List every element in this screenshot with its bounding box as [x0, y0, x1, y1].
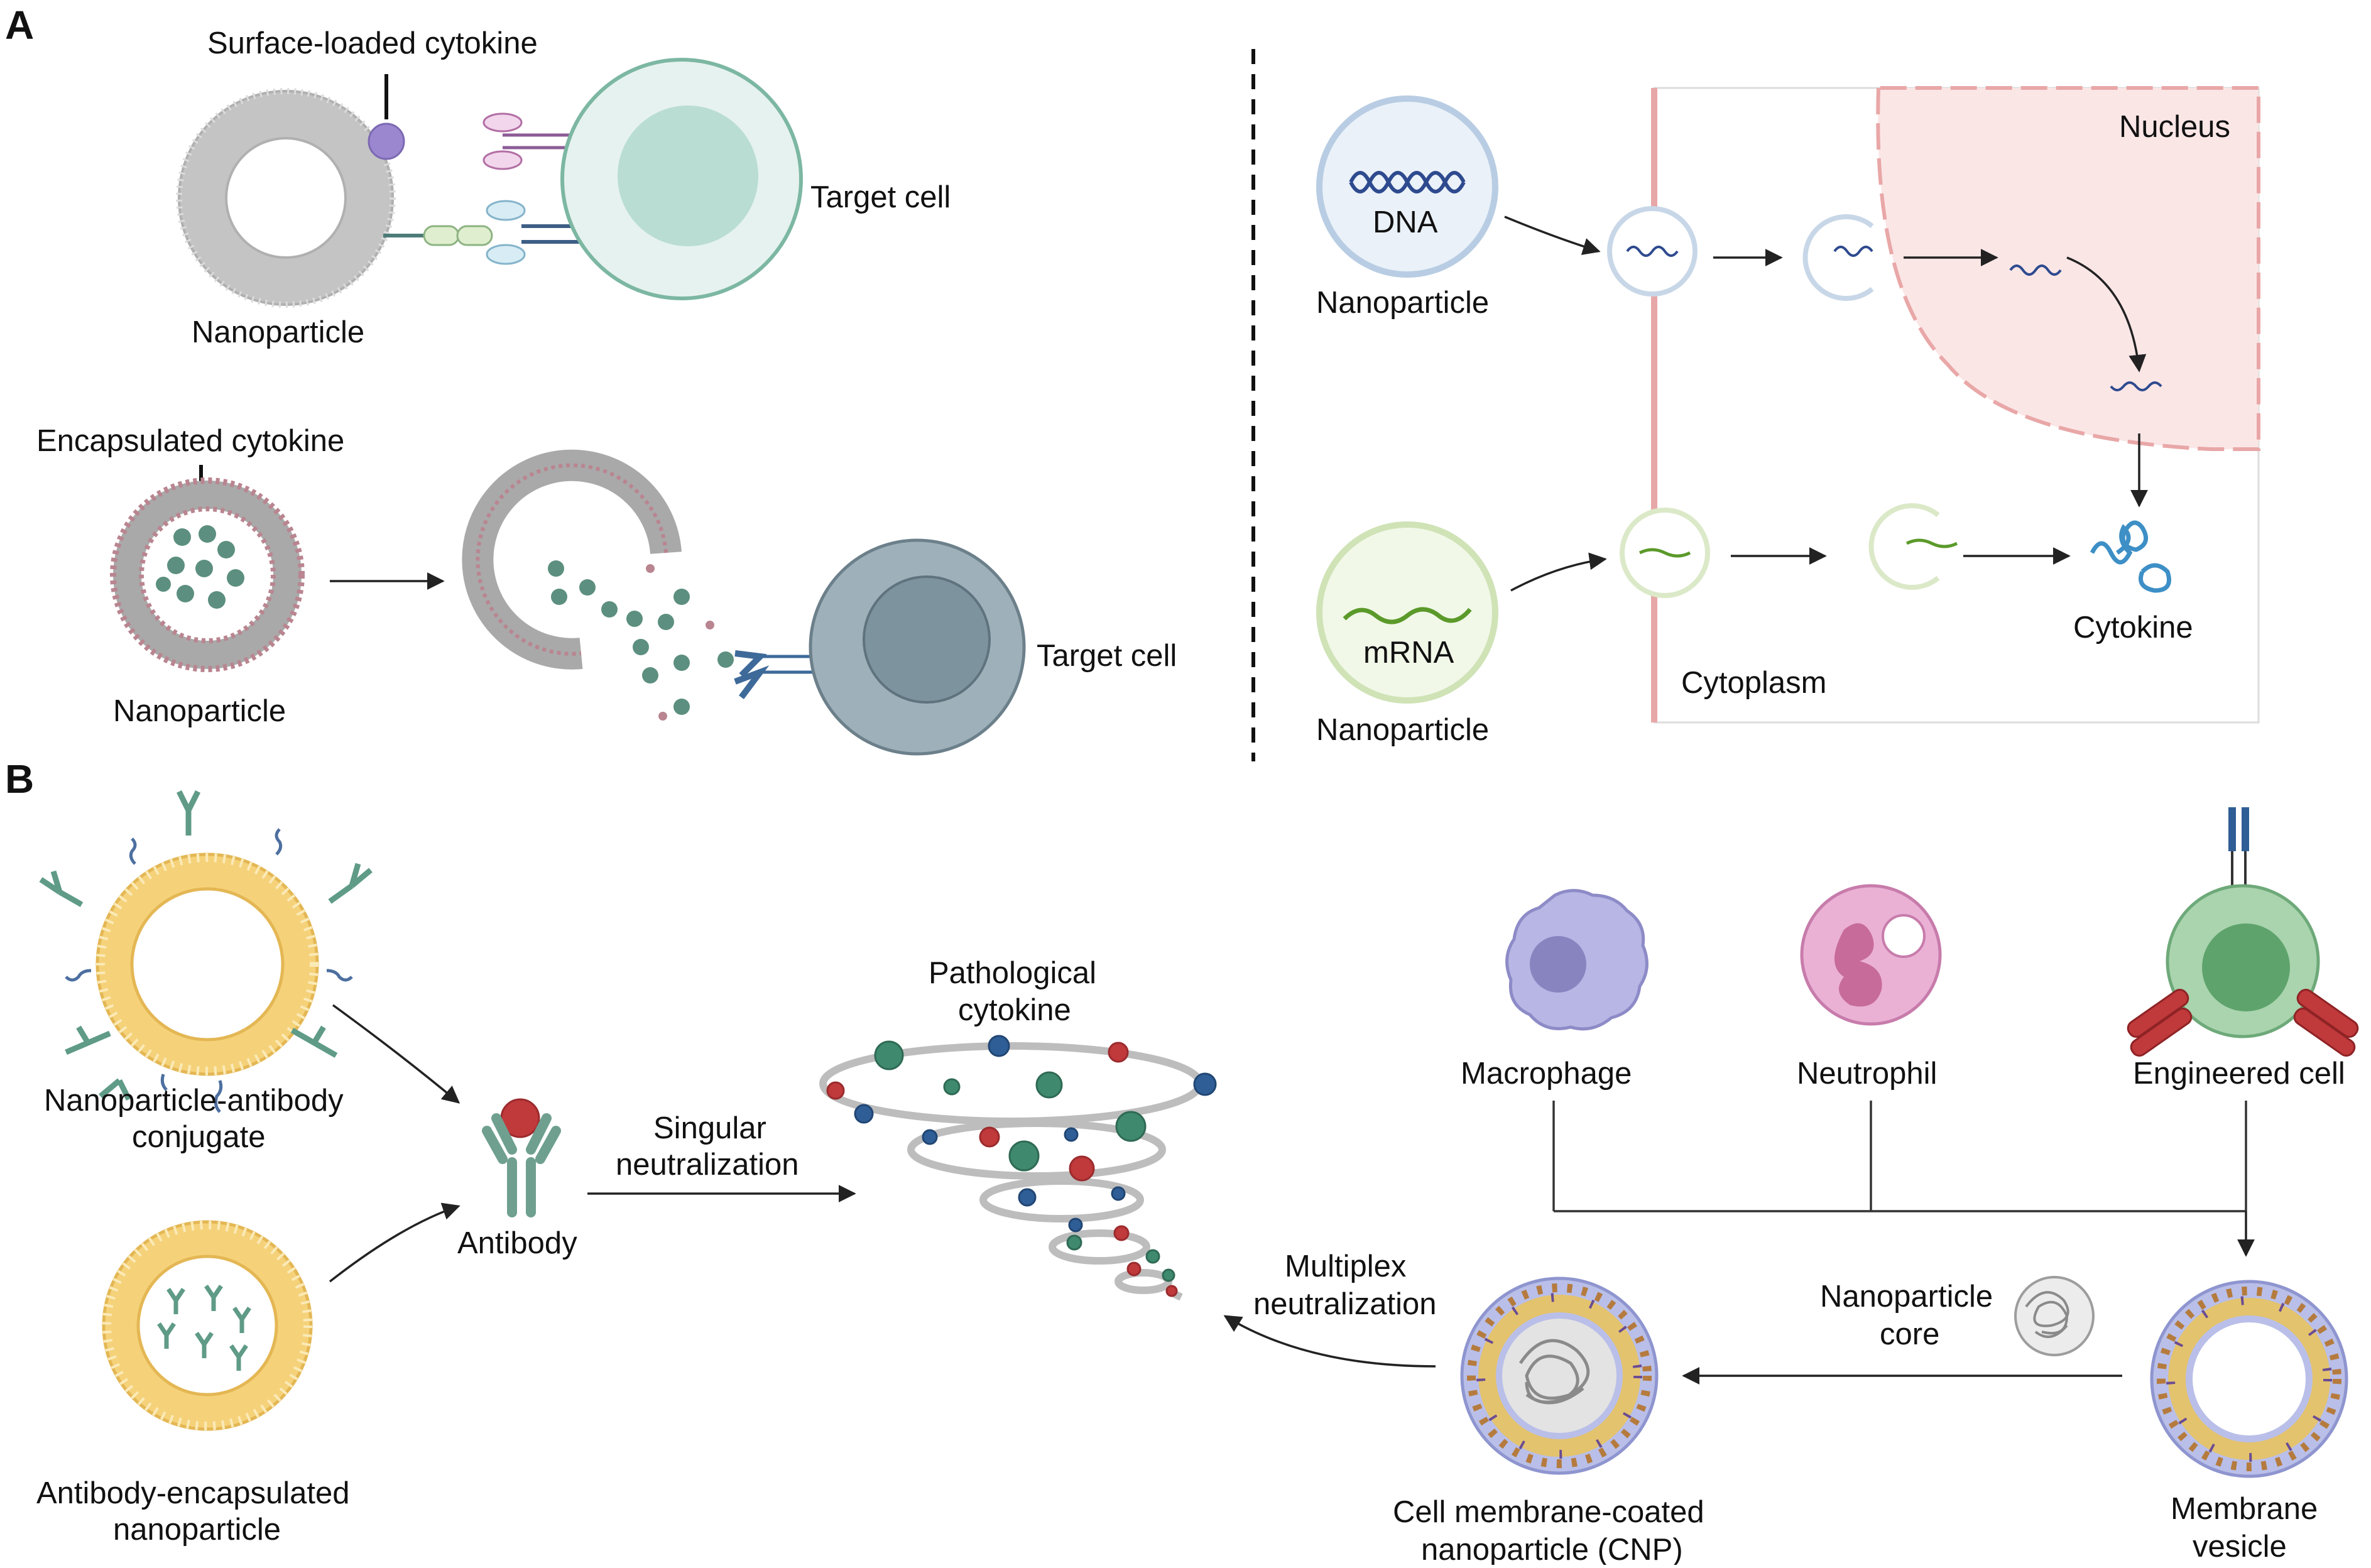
dna-nanoparticle: [1316, 95, 1498, 278]
antibody-graphic: [482, 1098, 561, 1217]
label-encapsulated-cytokine: Encapsulated cytokine: [36, 424, 344, 458]
mrna-nanoparticle: [1316, 521, 1498, 704]
label-cytoplasm: Cytoplasm: [1681, 666, 1826, 700]
cytokine-dots: [826, 1035, 1217, 1297]
label-nanoparticle-2: Nanoparticle: [113, 694, 286, 728]
arrow-mrna-enter: [1510, 552, 1607, 592]
membrane-vesicle-graphic: [2150, 1280, 2348, 1478]
dna-escaping: [1802, 214, 1874, 301]
transcribed-rna: [2110, 381, 2162, 391]
macrophage-cell: [1505, 889, 1649, 1031]
np-antibody-conjugate: [39, 790, 373, 1113]
cnp-graphic: [1460, 1277, 1659, 1475]
label-singular-neutralization-1: Singular: [653, 1111, 766, 1145]
label-macrophage: Macrophage: [1461, 1057, 1632, 1091]
label-membrane-vesicle-1: Membrane: [2171, 1492, 2318, 1526]
label-cnp-1: Cell membrane-coated: [1393, 1495, 1704, 1529]
label-nanoparticle-core-1: Nanoparticle: [1820, 1280, 1993, 1314]
label-nanoparticle-dna: Nanoparticle: [1316, 286, 1489, 320]
panel-b-letter: B: [5, 756, 34, 802]
label-antibody: Antibody: [457, 1226, 577, 1260]
surface-cytokine: [368, 122, 405, 160]
arrow-conjugate-to-antibody: [332, 1004, 461, 1104]
label-target-cell-1: Target cell: [810, 180, 951, 214]
label-engineered-cell: Engineered cell: [2133, 1057, 2345, 1091]
ruptured-liposome: [462, 449, 734, 721]
target-cell-2: [809, 538, 1026, 756]
label-dna: DNA: [1373, 205, 1438, 239]
label-singular-neutralization-2: neutralization: [616, 1148, 799, 1182]
free-dna: [2009, 264, 2062, 276]
label-np-antibody-conjugate-1: Nanoparticle-antibody: [44, 1084, 344, 1118]
source-connector: [1552, 1101, 2247, 1212]
label-nanoparticle-mrna: Nanoparticle: [1316, 713, 1489, 747]
arrow-multiplex: [1223, 1315, 1436, 1368]
label-multiplex-neutralization-2: neutralization: [1253, 1287, 1436, 1321]
label-pathological-cytokine-1: Pathological: [929, 956, 1096, 990]
ligand-receptor-pair-bottom: [383, 200, 581, 265]
label-nanoparticle-1: Nanoparticle: [192, 315, 364, 349]
arrow-encapsulated-to-antibody: [329, 1202, 461, 1283]
panel-a-letter: A: [5, 3, 34, 48]
label-neutrophil: Neutrophil: [1797, 1057, 1937, 1091]
target-cell-1: [560, 58, 803, 300]
label-antibody-encapsulated-1: Antibody-encapsulated: [36, 1476, 350, 1510]
dna-endosome: [1607, 206, 1698, 297]
arrow-transcription: [2066, 256, 2147, 373]
label-surface-loaded-cytokine: Surface-loaded cytokine: [207, 26, 538, 60]
label-pathological-cytokine-2: cytokine: [958, 993, 1071, 1027]
label-cytokine: Cytokine: [2073, 611, 2193, 645]
label-nanoparticle-core-2: core: [1880, 1317, 1939, 1351]
engineered-cell: [2127, 807, 2359, 1057]
surface-loaded-nanoparticle: [176, 88, 396, 308]
label-target-cell-2: Target cell: [1037, 639, 1177, 673]
label-multiplex-neutralization-1: Multiplex: [1285, 1250, 1406, 1283]
cytokine-storm-vortex: [819, 1042, 1204, 1301]
label-membrane-vesicle-2: vesicle: [2193, 1530, 2287, 1564]
mrna-escaping: [1868, 503, 1958, 590]
mrna-endosome: [1620, 508, 1710, 598]
arrow-dna-enter: [1504, 215, 1601, 255]
cytokine-proteins: [2090, 520, 2171, 593]
liposome-nanoparticle: [110, 477, 305, 672]
label-nucleus: Nucleus: [2119, 110, 2230, 144]
label-mrna: mRNA: [1363, 636, 1454, 670]
label-np-antibody-conjugate-2: conjugate: [132, 1120, 266, 1154]
neutrophil-cell: [1800, 884, 1942, 1026]
label-antibody-encapsulated-2: nanoparticle: [113, 1513, 281, 1547]
antibody-encapsulated-np: [102, 1220, 313, 1431]
nanoparticle-core-graphic: [2014, 1276, 2095, 1356]
antibody-receptor-a: [734, 650, 814, 699]
label-cnp-2: nanoparticle (CNP): [1421, 1533, 1683, 1565]
